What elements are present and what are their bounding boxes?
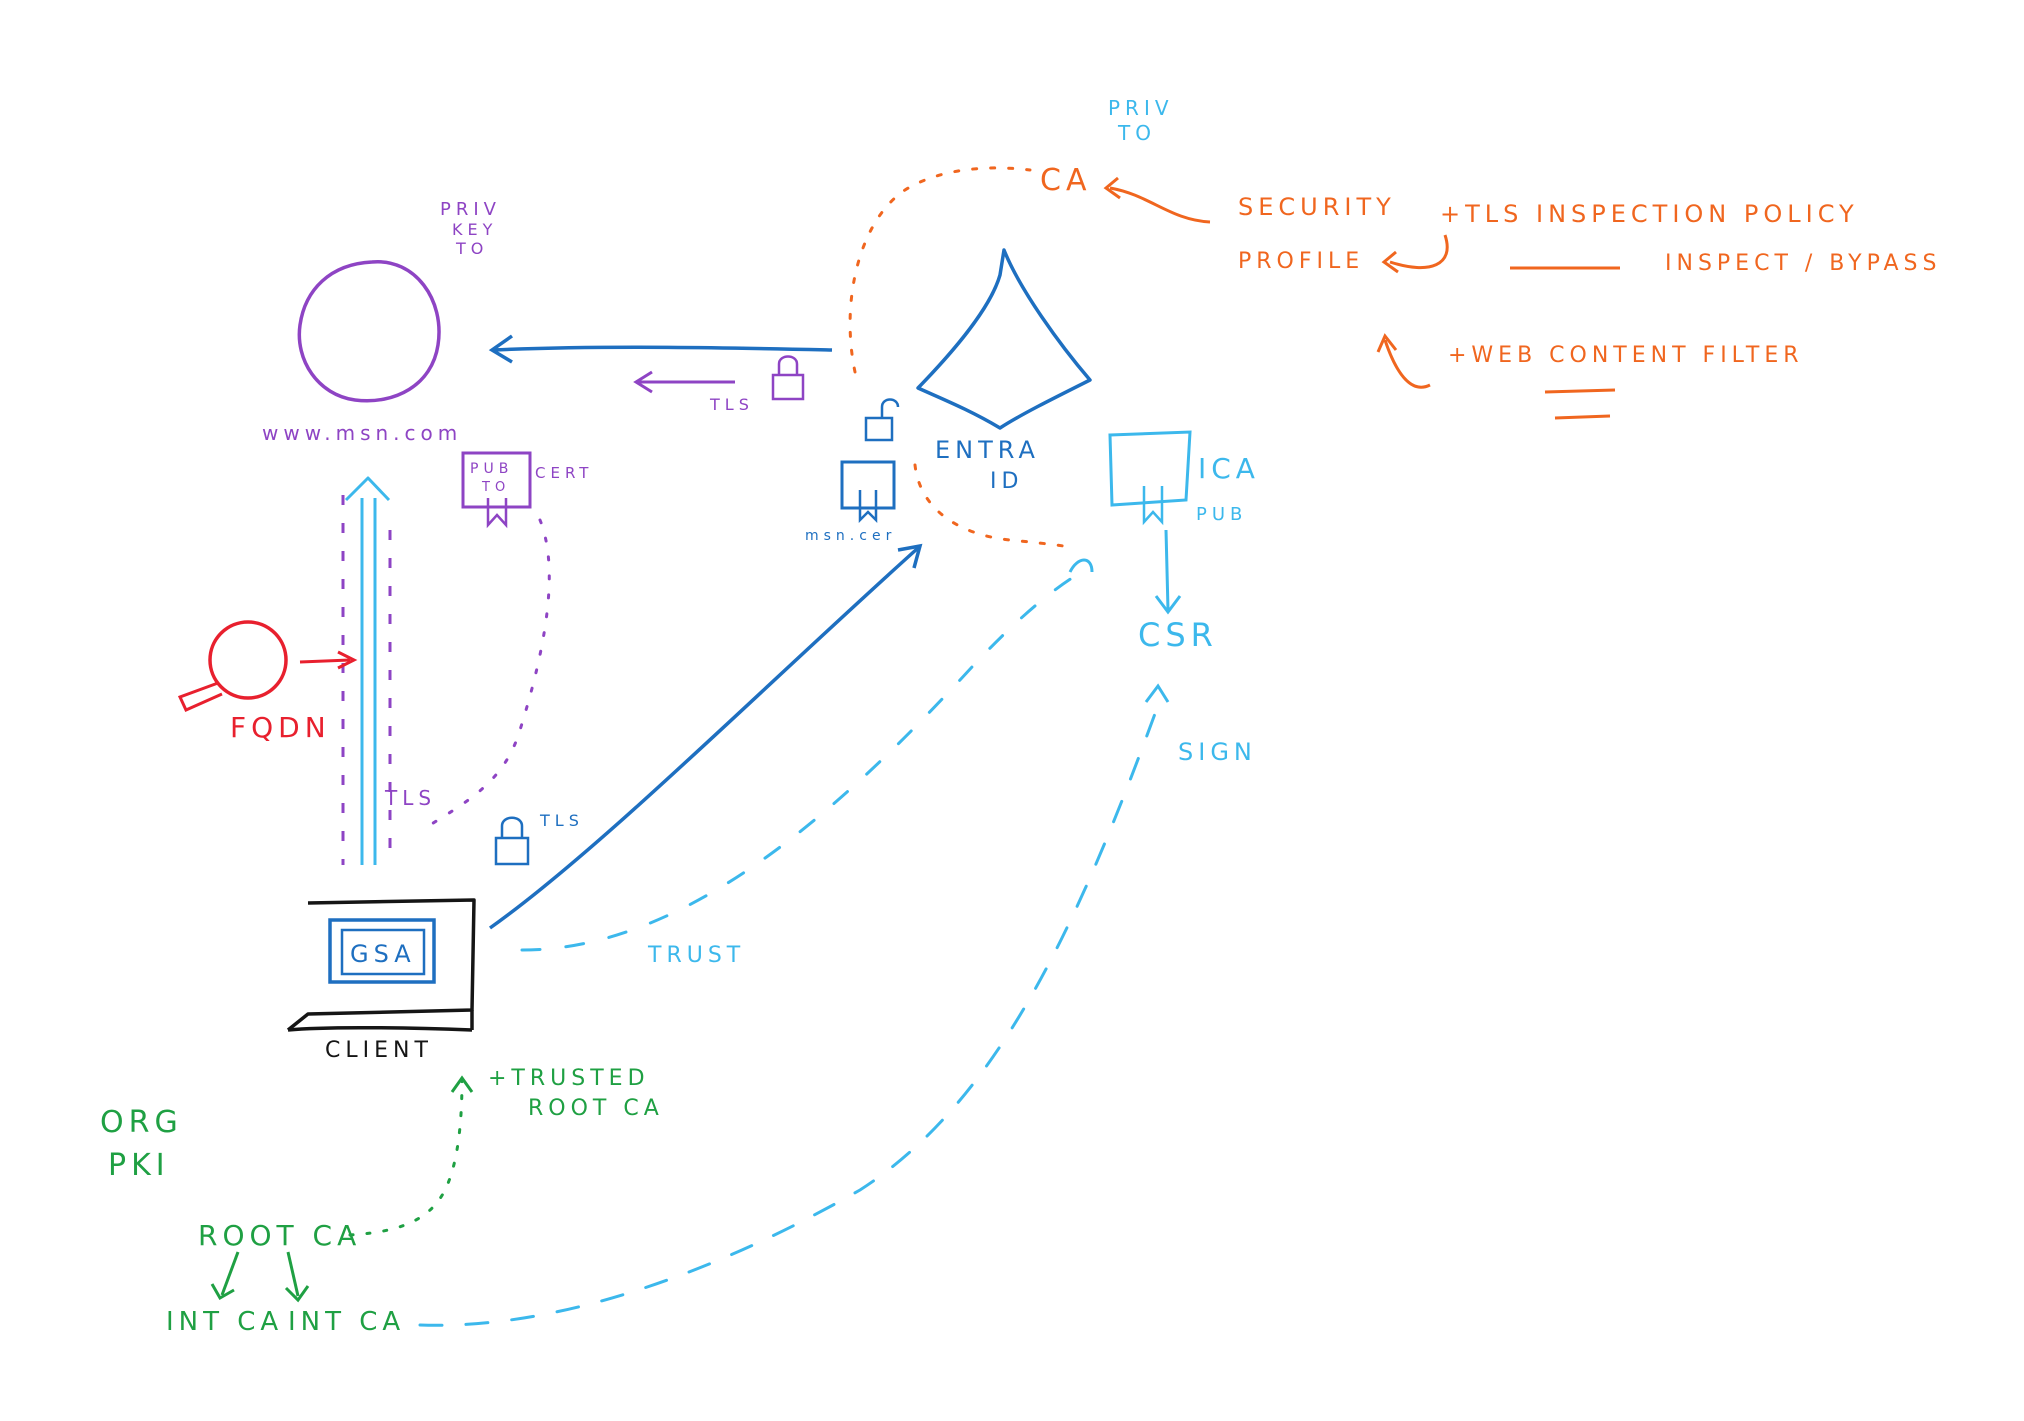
client-entra-tls-label: TLS	[539, 811, 584, 830]
entra-to-website-arrow: TLS	[488, 334, 833, 414]
ica-cert-ribbon-icon	[1142, 486, 1164, 526]
ica-to-csr-arrow	[1164, 529, 1170, 611]
inspect-bypass-label: INSPECT / BYPASS	[1665, 251, 1941, 276]
pub-label-line1: PUB	[470, 461, 513, 477]
gsa-screen	[328, 918, 436, 984]
trusted-root-label-line1: +TRUSTED	[488, 1066, 650, 1091]
lock-icon	[771, 355, 805, 401]
ca-label: CA	[1040, 163, 1091, 198]
org-pki-label-line1: ORG	[100, 1105, 183, 1140]
cert-to-client-dotted-line	[428, 518, 551, 827]
priv-key-label-line1: PRIV	[440, 199, 501, 220]
entra-id-label-line2: ID	[990, 469, 1023, 494]
sign-label: SIGN	[1178, 738, 1257, 766]
website-url-label: www.msn.com	[262, 421, 462, 445]
filter-to-profile-arrow	[1383, 339, 1431, 389]
trusted-root-label-line2: ROOT CA	[528, 1096, 664, 1121]
security-profile-group: SECURITY PROFILE +TLS INSPECTION POLICY …	[1238, 193, 1941, 420]
website-group: PRIV KEY TO www.msn.com PUB TO CERT	[262, 199, 593, 827]
entra-id-logo	[916, 248, 1092, 430]
int-ca-1-label: INT CA	[166, 1307, 283, 1337]
trust-label: TRUST	[647, 943, 745, 968]
fqdn-label: FQDN	[230, 711, 331, 744]
trust-dashed-line	[520, 568, 1087, 952]
entra-id-label-line1: ENTRA	[935, 436, 1040, 464]
entra-to-ica-dotted-line	[913, 463, 1077, 550]
ica-pub-label: PUB	[1196, 504, 1247, 525]
client-to-entra-arrow: TLS	[488, 543, 923, 930]
root-ca-label: ROOT CA	[198, 1219, 361, 1252]
security-profile-line1: SECURITY	[1238, 193, 1396, 221]
entra-cert-label: msn.cer	[805, 528, 896, 544]
client-label: CLIENT	[325, 1038, 433, 1063]
lock-icon	[494, 816, 530, 866]
rootca-to-intca-arrow-2	[286, 1251, 300, 1297]
intca-to-csr-sign-line	[418, 698, 1162, 1327]
laptop-icon: GSA	[286, 898, 476, 1032]
org-pki-group: ORG PKI +TRUSTED ROOT CA ROOT CA INT CA …	[100, 1066, 664, 1337]
ca-group: PRIV TO CA	[1040, 96, 1211, 224]
website-circle	[297, 260, 441, 403]
filter-underline-2	[1554, 414, 1611, 420]
entra-to-ca-dotted-line	[848, 166, 1032, 374]
client-tls-label: TLS	[384, 786, 436, 810]
ca-priv-label-line2: TO	[1117, 121, 1156, 145]
csr-label: CSR	[1138, 616, 1218, 654]
filter-underline-1	[1544, 388, 1616, 394]
web-content-filter-label: +WEB CONTENT FILTER	[1448, 343, 1804, 368]
certificate-icon	[840, 460, 896, 524]
org-pki-label-line2: PKI	[108, 1148, 170, 1183]
website-tls-label: TLS	[709, 395, 754, 414]
gsa-label: GSA	[350, 940, 416, 968]
priv-key-label-line3: TO	[455, 239, 488, 258]
security-to-ca-arrow	[1109, 186, 1211, 224]
website-cert-ribbon-icon	[486, 498, 508, 529]
trust-group: TRUST	[520, 558, 1094, 968]
pub-label-line2: TO	[481, 480, 510, 495]
policy-to-profile-arrow	[1389, 234, 1449, 270]
security-profile-line2: PROFILE	[1238, 249, 1364, 274]
rootca-to-intca-arrow-1	[220, 1251, 240, 1296]
rootca-to-client-dotted-line	[348, 1078, 464, 1237]
client-to-website-tls-arrow: TLS	[341, 476, 436, 865]
ica-group: ICA PUB CSR SIGN	[418, 430, 1260, 1327]
website-cert-label: CERT	[535, 464, 593, 482]
magnifier-icon	[177, 620, 288, 712]
int-ca-2-label: INT CA	[288, 1307, 405, 1337]
fqdn-group: FQDN	[177, 620, 358, 744]
fqdn-arrow	[299, 658, 351, 664]
entra-id-group: ENTRA ID msn.cer	[805, 248, 1092, 544]
unlocked-lock-icon	[864, 398, 900, 442]
tls-inspection-policy-label: +TLS INSPECTION POLICY	[1440, 200, 1859, 228]
ica-label: ICA	[1198, 452, 1260, 485]
ca-priv-label-line1: PRIV	[1108, 96, 1174, 120]
website-cert-box	[461, 451, 532, 509]
ica-cert-icon	[1108, 430, 1192, 507]
priv-key-label-line2: KEY	[452, 220, 497, 239]
